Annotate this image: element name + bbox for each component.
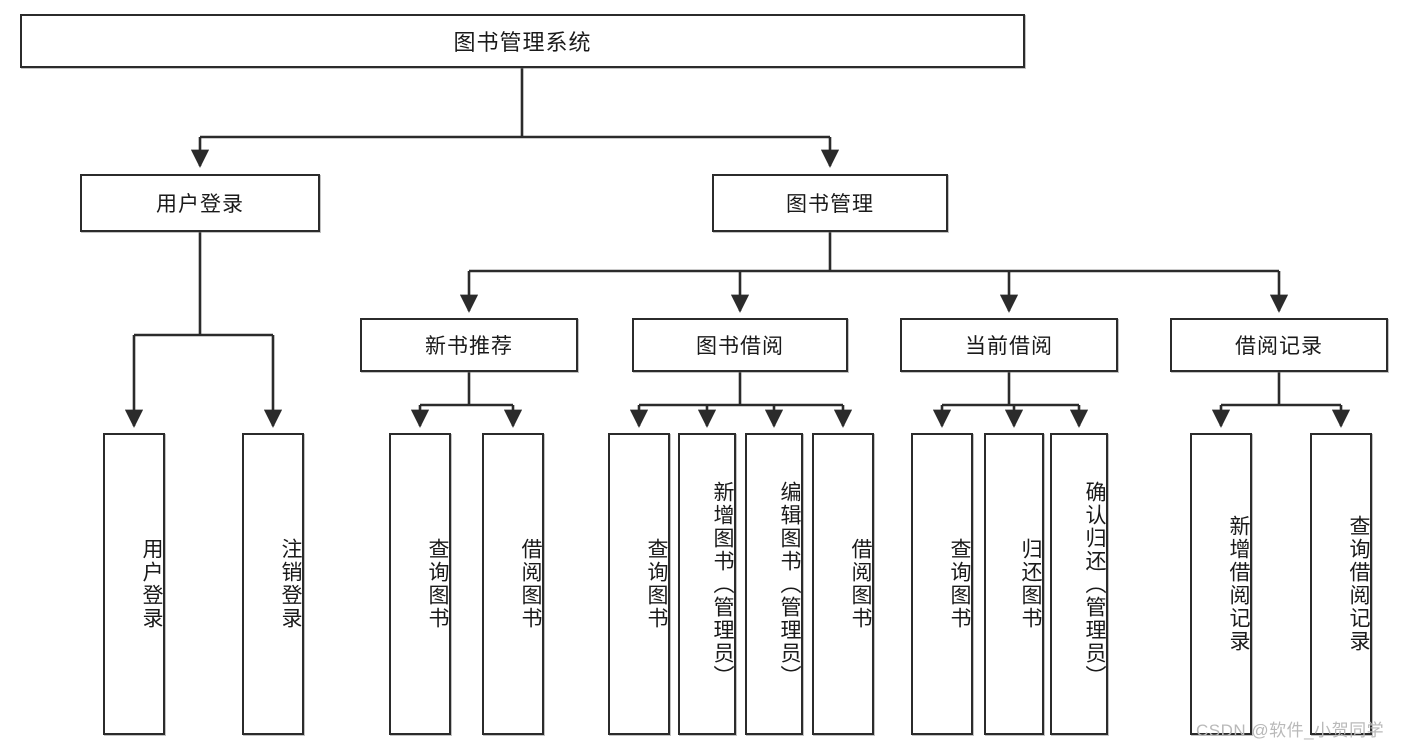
node-book-management[interactable]: 图书管理	[712, 174, 948, 232]
node-current-borrow[interactable]: 当前借阅	[900, 318, 1118, 372]
leaf-query-borrow-record[interactable]: 查询借阅记录	[1310, 433, 1372, 735]
node-book-borrow[interactable]: 图书借阅	[632, 318, 848, 372]
node-new-book-recommend[interactable]: 新书推荐	[360, 318, 578, 372]
node-root-system[interactable]: 图书管理系统	[20, 14, 1025, 68]
leaf-confirm-return-admin[interactable]: 确认归还（管理员）	[1050, 433, 1108, 735]
leaf-add-borrow-record[interactable]: 新增借阅记录	[1190, 433, 1252, 735]
leaf-add-book-admin[interactable]: 新增图书（管理员）	[678, 433, 736, 735]
leaf-borrow-book[interactable]: 借阅图书	[812, 433, 874, 735]
node-user-login[interactable]: 用户登录	[80, 174, 320, 232]
leaf-logout-login[interactable]: 注销登录	[242, 433, 304, 735]
leaf-borrow-book-recommend[interactable]: 借阅图书	[482, 433, 544, 735]
leaf-query-book-recommend[interactable]: 查询图书	[389, 433, 451, 735]
leaf-query-book-current[interactable]: 查询图书	[911, 433, 973, 735]
watermark-credit: CSDN @软件_小贺同学	[1196, 721, 1385, 740]
leaf-query-book-borrow[interactable]: 查询图书	[608, 433, 670, 735]
leaf-return-book[interactable]: 归还图书	[984, 433, 1044, 735]
leaf-user-login[interactable]: 用户登录	[103, 433, 165, 735]
node-borrow-record[interactable]: 借阅记录	[1170, 318, 1388, 372]
leaf-edit-book-admin[interactable]: 编辑图书（管理员）	[745, 433, 803, 735]
